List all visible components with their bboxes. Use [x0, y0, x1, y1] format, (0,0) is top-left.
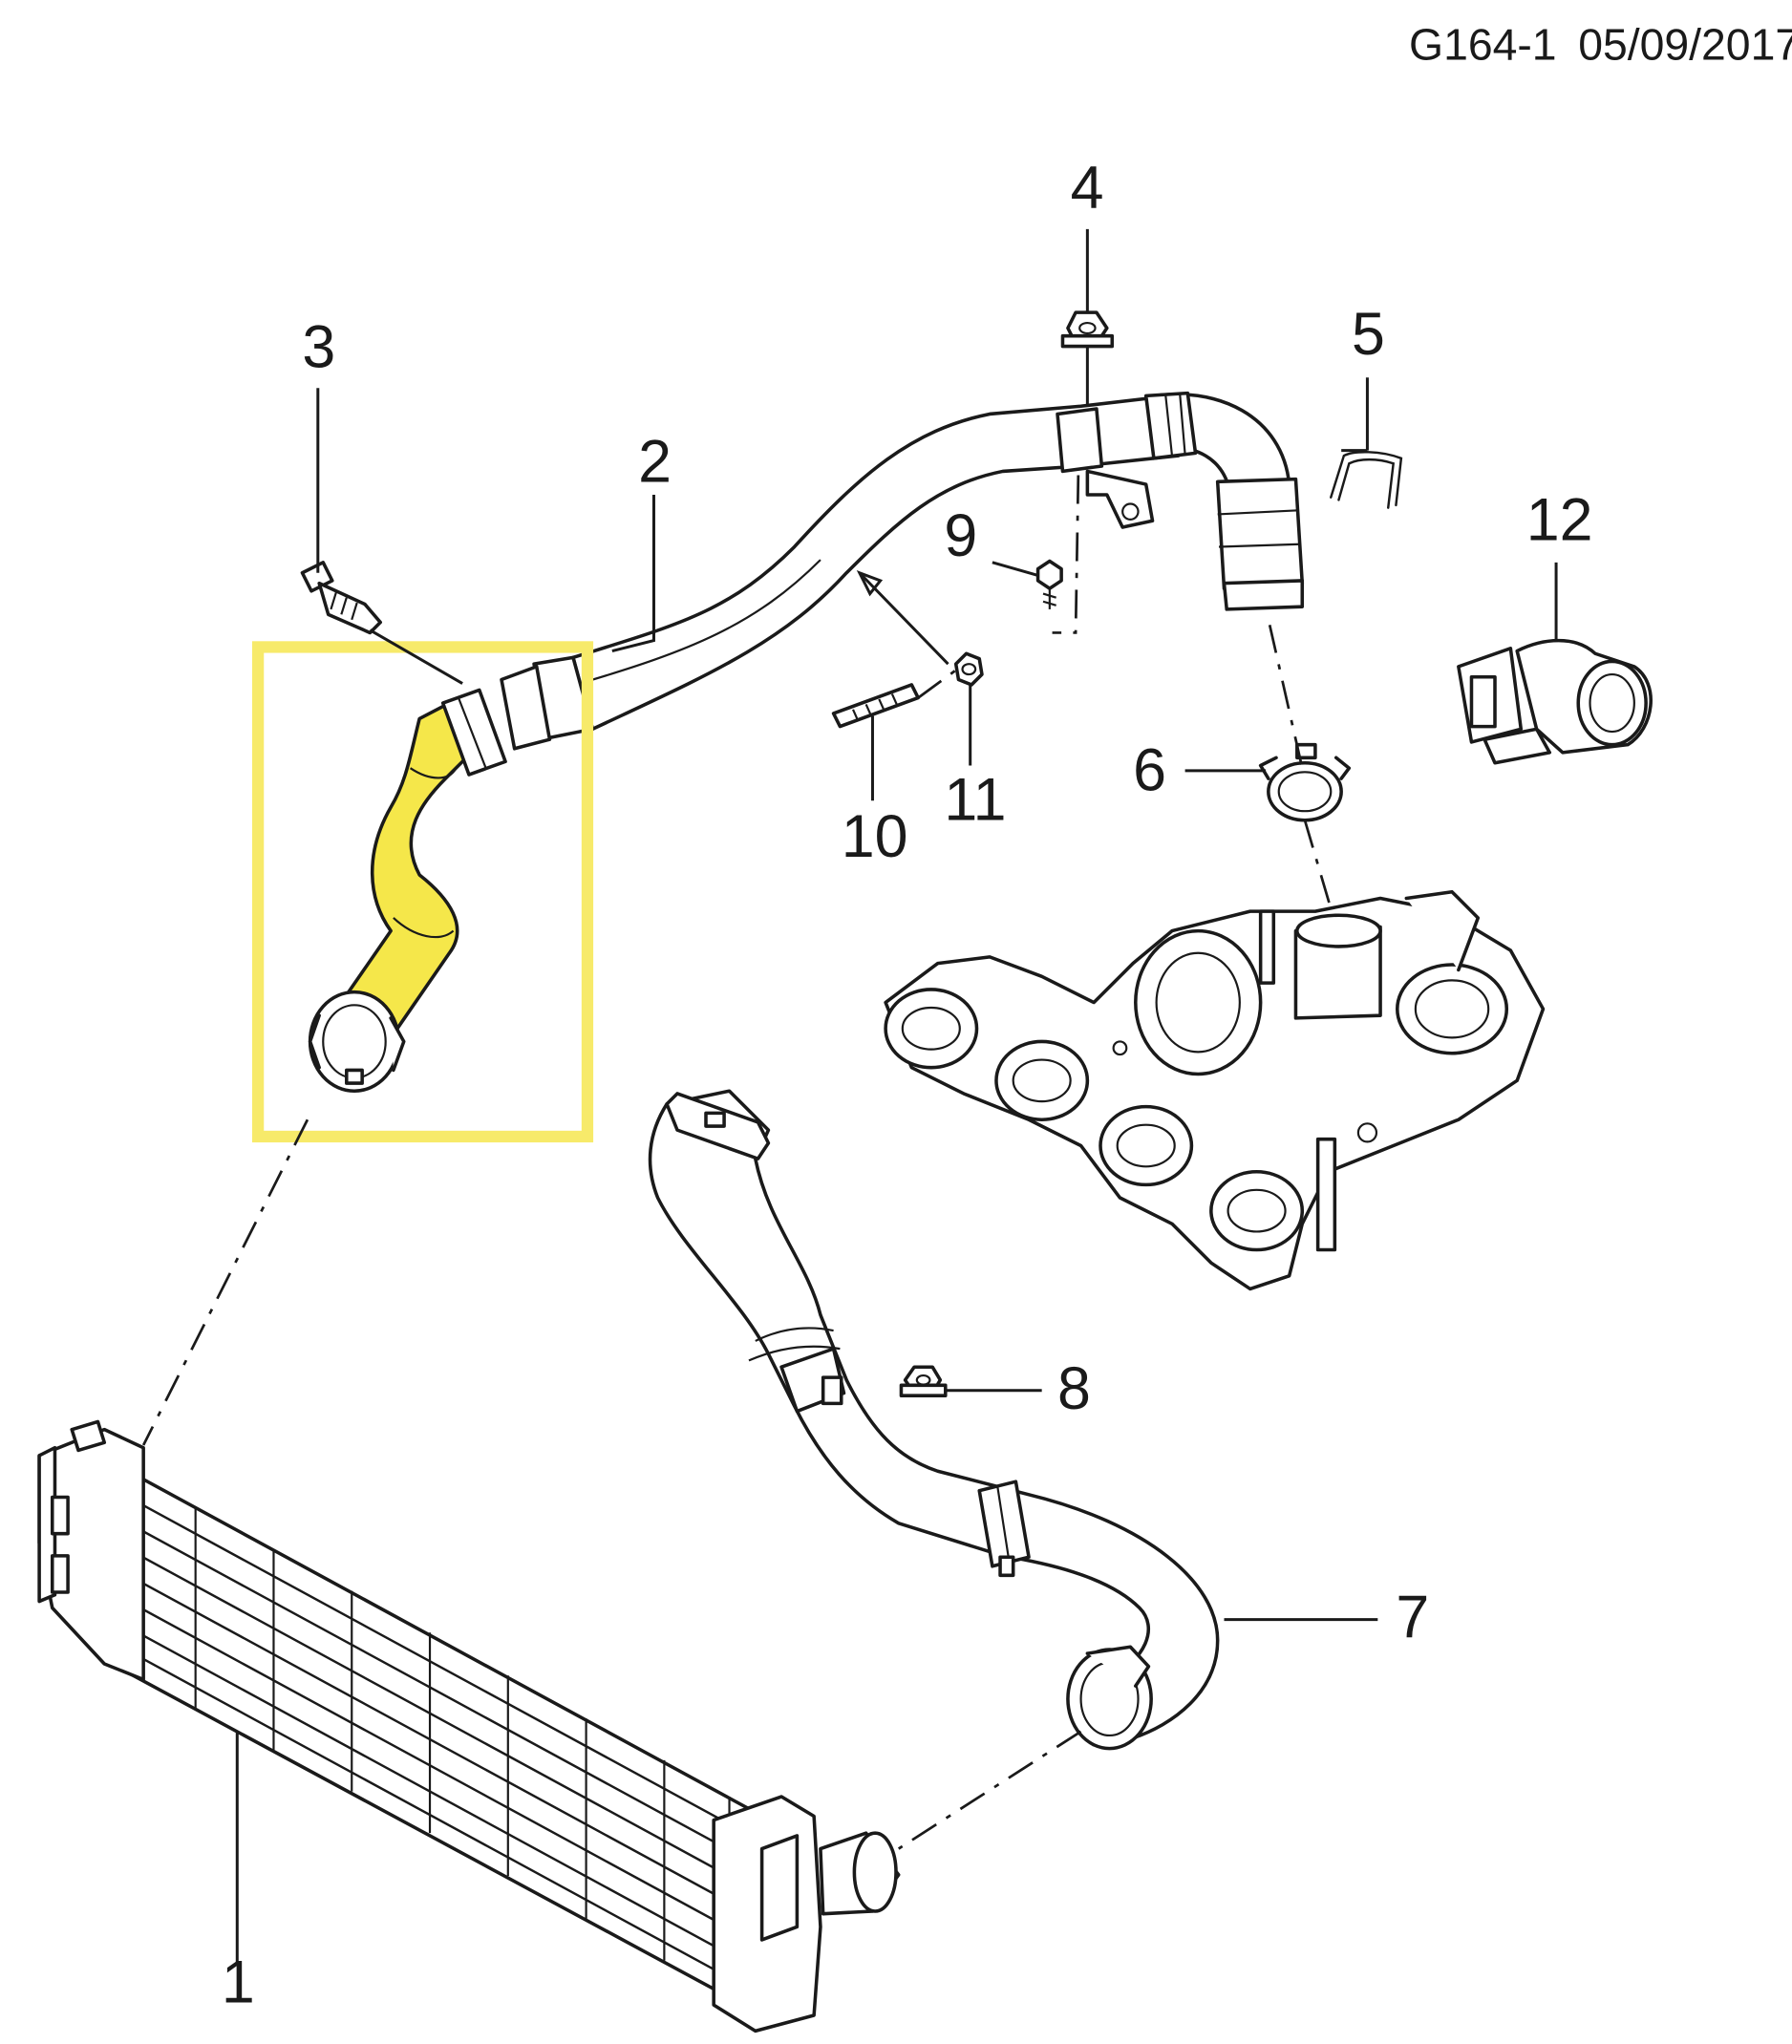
charge-air-pipe-lower — [648, 1089, 1220, 1751]
intercooler — [37, 1419, 901, 2033]
callout-3: 3 — [302, 313, 335, 380]
highlighted-hose — [308, 688, 507, 1094]
leader-lines — [235, 228, 1558, 1964]
diagram-date: 05/09/2017 — [1578, 20, 1792, 70]
charge-air-pipe-upper — [500, 391, 1305, 751]
callout-11: 11 — [944, 767, 1006, 834]
callout-5: 5 — [1352, 301, 1385, 368]
bolt-9 — [1035, 559, 1063, 609]
hose-body — [339, 701, 478, 1031]
highlight-frame — [251, 641, 594, 1143]
callouts: 1 2 3 4 5 6 7 8 9 10 11 12 — [222, 155, 1593, 2015]
callout-12: 12 — [1526, 487, 1593, 554]
nut-8 — [899, 1365, 948, 1397]
nut-4 — [1060, 310, 1115, 349]
turbo-manifold — [884, 889, 1546, 1291]
callout-6: 6 — [1133, 736, 1166, 803]
callout-9: 9 — [944, 502, 977, 569]
elbow-12 — [1457, 638, 1653, 765]
callout-8: 8 — [1057, 1355, 1091, 1422]
callout-4: 4 — [1071, 155, 1104, 222]
screw-3 — [300, 561, 383, 635]
callout-2: 2 — [638, 428, 672, 495]
callout-10: 10 — [842, 803, 908, 870]
nut-11 — [953, 651, 984, 687]
callout-1: 1 — [222, 1948, 255, 2015]
clip-5 — [1330, 451, 1403, 509]
clamp-ring-6 — [1258, 742, 1352, 822]
assembly-lines — [141, 475, 1333, 1850]
callout-7: 7 — [1396, 1585, 1429, 1651]
diagram-code: G164-1 — [1409, 20, 1557, 70]
stud-10 — [831, 683, 920, 729]
